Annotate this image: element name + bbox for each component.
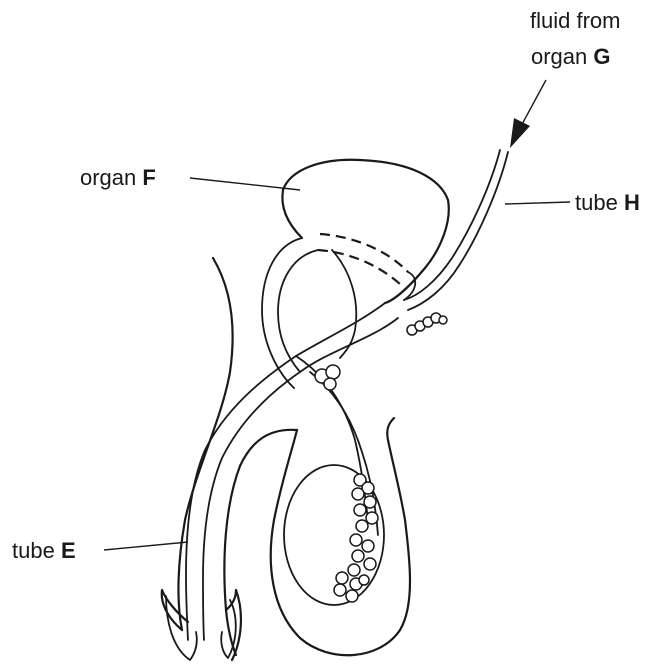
tube-e-leader (104, 542, 188, 550)
scrotum-outline (271, 418, 410, 655)
organ-f-label: organ F (80, 165, 156, 190)
organ-f-leader (190, 178, 300, 190)
tube-e-letter: E (61, 538, 76, 563)
fluid-label: fluid from (530, 8, 620, 33)
tube-h-prefix: tube (575, 190, 624, 215)
fluid-label-letter: G (593, 44, 610, 69)
organ-f-shape (283, 160, 449, 303)
urethra-cross-2 (296, 303, 385, 356)
tube-hidden-dashed-1 (320, 234, 408, 272)
tube-h-inner (408, 152, 508, 310)
tube-e-inner (203, 372, 300, 640)
seminal-vesicle (407, 313, 447, 335)
organ-f-prefix: organ (80, 165, 142, 190)
tube-e-label: tube E (12, 538, 76, 563)
vas-deferens-lower-inner (310, 372, 378, 535)
tube-h-letter: H (624, 190, 640, 215)
organ-f-shape-lower (282, 190, 302, 238)
fluid-arrow-head (510, 118, 530, 148)
prostate-inner (332, 250, 356, 358)
organ-f-letter: F (142, 165, 155, 190)
tube-h-leader (505, 202, 570, 204)
tube-h-label: tube H (575, 190, 640, 215)
urethra-loop-inner (278, 250, 318, 372)
small-gland (315, 365, 340, 390)
fluid-label-prefix: organ (531, 44, 593, 69)
tube-e-prefix: tube (12, 538, 61, 563)
fluid-label-line2: organ G (531, 44, 611, 69)
fluid-label-line1: fluid from (530, 8, 620, 33)
fluid-arrow-shaft (520, 80, 546, 128)
